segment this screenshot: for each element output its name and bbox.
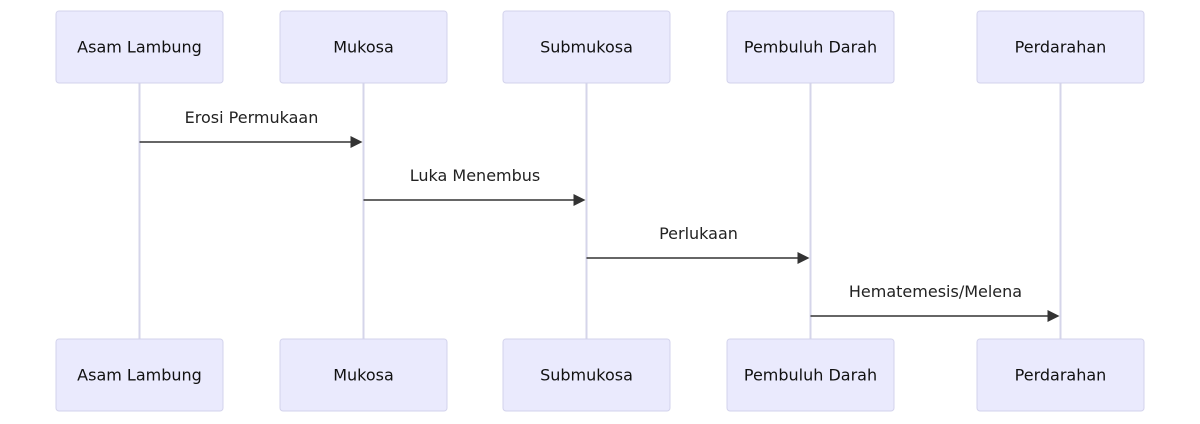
actor-pembuluh-darah-bottom: Pembuluh Darah: [726, 338, 895, 412]
arrowhead-icon: [350, 136, 363, 148]
actor-asam-lambung-bottom: Asam Lambung: [55, 338, 224, 412]
actor-box: [55, 338, 224, 412]
actor-perdarahan-bottom: Perdarahan: [976, 338, 1145, 412]
lifelines: [138, 83, 1062, 339]
actor-label: Mukosa: [333, 366, 394, 385]
actor-submukosa-top: Submukosa: [502, 10, 671, 84]
message-label: Hematemesis/Melena: [849, 282, 1022, 301]
message-4: Hematemesis/Melena: [810, 282, 1060, 322]
arrowhead-icon: [573, 194, 586, 206]
actor-mukosa-bottom: Mukosa: [279, 338, 448, 412]
actor-box: [279, 338, 448, 412]
actor-label: Asam Lambung: [77, 38, 202, 57]
actor-label: Submukosa: [540, 366, 633, 385]
arrowhead-icon: [1047, 310, 1060, 322]
arrowhead-icon: [797, 252, 810, 264]
message-label: Erosi Permukaan: [185, 108, 319, 127]
actor-pembuluh-darah-top: Pembuluh Darah: [726, 10, 895, 84]
actor-box: [55, 10, 224, 84]
message-2: Luka Menembus: [363, 166, 586, 206]
message-label: Perlukaan: [659, 224, 738, 243]
actor-box: [976, 338, 1145, 412]
actor-box: [726, 338, 895, 412]
actor-label: Pembuluh Darah: [744, 366, 877, 385]
actor-label: Perdarahan: [1015, 38, 1107, 57]
actor-box: [279, 10, 448, 84]
message-3: Perlukaan: [586, 224, 810, 264]
actor-submukosa-bottom: Submukosa: [502, 338, 671, 412]
actor-label: Asam Lambung: [77, 366, 202, 385]
actor-label: Perdarahan: [1015, 366, 1107, 385]
message-1: Erosi Permukaan: [139, 108, 363, 148]
actor-asam-lambung-top: Asam Lambung: [55, 10, 224, 84]
actor-mukosa-top: Mukosa: [279, 10, 448, 84]
actor-perdarahan-top: Perdarahan: [976, 10, 1145, 84]
actor-box: [502, 338, 671, 412]
actor-label: Pembuluh Darah: [744, 38, 877, 57]
actor-box: [976, 10, 1145, 84]
actor-label: Mukosa: [333, 38, 394, 57]
message-label: Luka Menembus: [410, 166, 541, 185]
actor-label: Submukosa: [540, 38, 633, 57]
actor-box: [502, 10, 671, 84]
actor-box: [726, 10, 895, 84]
